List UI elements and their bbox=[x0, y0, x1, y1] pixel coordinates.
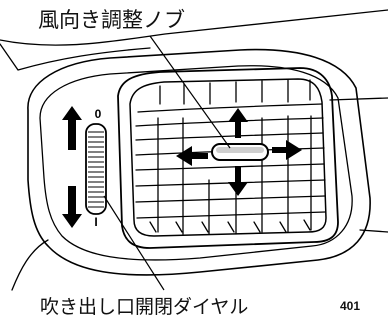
louver-slat bbox=[135, 132, 324, 141]
dial-open-arrow-icon bbox=[62, 106, 82, 150]
dial-mark-open: 0 bbox=[95, 107, 102, 121]
direction-knob-shade bbox=[216, 147, 264, 153]
leader-line-knob bbox=[149, 35, 231, 149]
panel-right-line bbox=[329, 97, 388, 101]
figure-number: 401 bbox=[340, 299, 361, 313]
louver-slat bbox=[136, 211, 326, 219]
arrow-right-icon bbox=[272, 140, 302, 160]
dial-close-arrow-icon bbox=[62, 186, 82, 228]
arrow-left-icon bbox=[176, 146, 208, 166]
direction-knob-label: 風向き調整ノブ bbox=[38, 8, 185, 32]
louver-slat bbox=[135, 195, 326, 203]
louver-frame-inner bbox=[129, 78, 327, 237]
dial-mark-closed: I bbox=[94, 215, 97, 229]
vent-housing-inner bbox=[39, 65, 353, 261]
leader-line-dial bbox=[103, 195, 165, 291]
louver-fin bbox=[208, 82, 211, 235]
open-close-dial-label: 吹き出し口開閉ダイヤル bbox=[40, 296, 249, 318]
arrow-up-icon bbox=[228, 108, 248, 138]
louver-fin bbox=[182, 83, 185, 235]
dashboard-upper-line bbox=[0, 43, 151, 71]
louver-slat bbox=[137, 103, 323, 113]
panel-bottom-left-curve bbox=[11, 239, 49, 291]
dashboard-panel-outline bbox=[0, 9, 388, 46]
louver-slat bbox=[135, 163, 325, 171]
arrow-down-icon bbox=[228, 166, 248, 196]
louver-fin bbox=[309, 79, 312, 231]
dial-ridges bbox=[88, 131, 104, 208]
fin-notch bbox=[149, 219, 311, 233]
vent-housing-outer bbox=[27, 48, 371, 276]
louver-fin bbox=[157, 85, 161, 233]
